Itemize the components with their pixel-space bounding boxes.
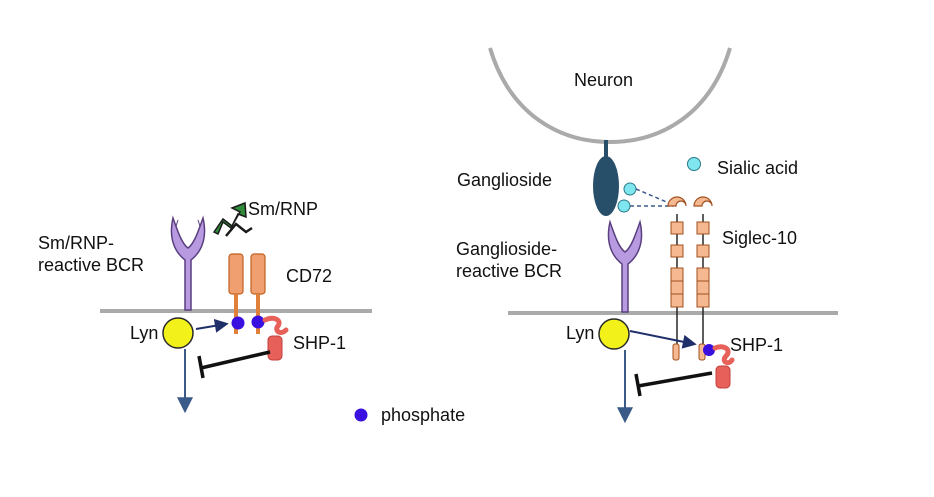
left-shp1-phosphatase xyxy=(262,315,289,361)
siglec-10-receptor-2 xyxy=(693,196,713,361)
siglec-10-receptor-1 xyxy=(667,196,687,361)
left-lyn-kinase xyxy=(162,317,194,349)
left-bcr-receptor xyxy=(170,215,206,311)
right-shp1-phosphatase xyxy=(712,344,735,389)
cd72-phosphate-1 xyxy=(231,316,245,330)
right-bcr-label: Ganglioside- reactive BCR xyxy=(456,238,562,282)
sm-rnp-antigen-label: Sm/RNP xyxy=(248,199,319,219)
left-bcr-label: Sm/RNP- reactive BCR xyxy=(38,232,144,276)
sialic-acid-legend-icon xyxy=(687,157,701,171)
siglec-10-label: Siglec-10 xyxy=(722,228,798,248)
ganglioside-molecule xyxy=(593,140,619,216)
right-lyn-kinase xyxy=(598,318,630,350)
siglec-phosphate xyxy=(703,344,715,356)
sialic-acid-residue-1 xyxy=(623,182,637,196)
left-bcr-label-line2: reactive BCR xyxy=(38,255,145,275)
neuron-label: Neuron xyxy=(574,70,634,90)
sialic-acid-label: Sialic acid xyxy=(717,158,799,178)
sialic-acid-residue-2 xyxy=(617,199,631,213)
right-bcr-label-line2: reactive BCR xyxy=(456,261,563,281)
cd72-label: CD72 xyxy=(286,266,333,286)
left-inhibition-line xyxy=(197,350,271,379)
right-lyn-label: Lyn xyxy=(566,323,595,343)
neuron-cell-outline xyxy=(488,47,732,145)
right-lyn-to-siglec-arrow xyxy=(629,330,697,349)
left-lyn-to-cd72-arrow xyxy=(195,318,229,333)
left-bcr-label-line1: Sm/RNP- xyxy=(38,233,114,253)
phosphate-legend-label: phosphate xyxy=(381,405,466,425)
right-shp1-label: SHP-1 xyxy=(730,335,784,355)
cd72-receptor xyxy=(228,253,266,334)
right-bcr-label-line1: Ganglioside- xyxy=(456,239,558,259)
sm-rnp-antigen-icon xyxy=(212,201,253,237)
left-lyn-label: Lyn xyxy=(130,323,159,343)
right-inhibition-line xyxy=(634,371,713,397)
ganglioside-label: Ganglioside xyxy=(457,170,553,190)
cd72-phosphate-2 xyxy=(251,315,265,329)
phosphate-legend-icon xyxy=(354,408,368,422)
right-bcr-receptor xyxy=(607,219,643,313)
left-shp1-label: SHP-1 xyxy=(293,333,347,353)
